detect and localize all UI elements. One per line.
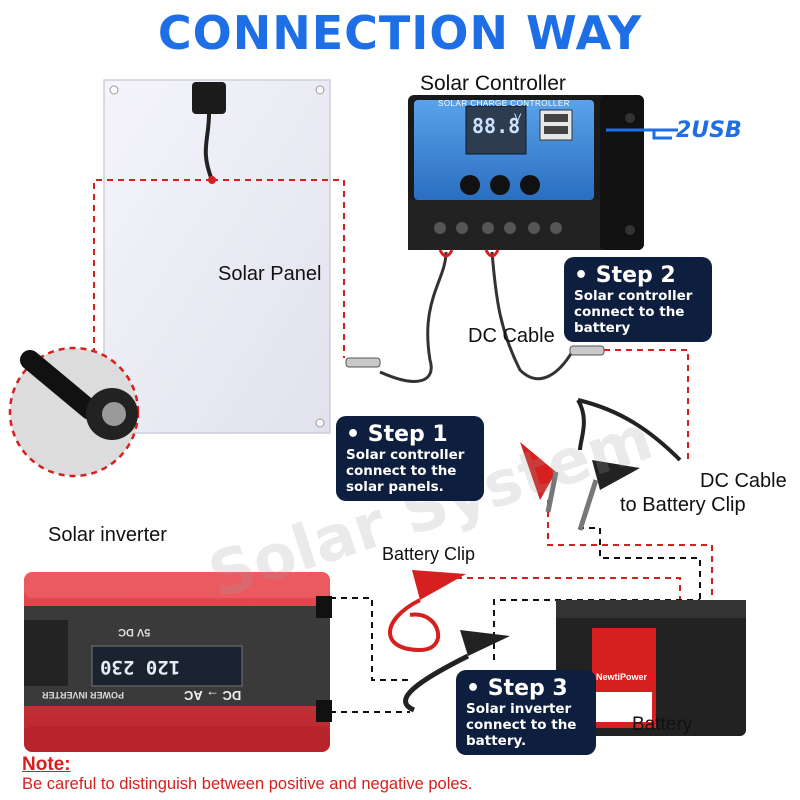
controller-unit: V [514,112,522,124]
step-2-title: • Step 2 [574,263,676,288]
solar-inverter [24,572,332,752]
step-2-line-3: battery [574,320,631,336]
clip-black-line [579,527,701,600]
inverter-name: POWER INVERTER [42,690,125,700]
panel-neg-line [93,179,212,350]
inverter-mode: DC → AC [184,688,242,703]
panel-pos-line [212,179,345,358]
inverter-display: 120 230 [100,656,181,678]
step-2-box: • Step 2 Solar controller connect to the… [564,257,712,342]
inverter-neg-line [330,597,408,681]
step-3-title: • Step 3 [466,676,568,701]
battery-clips-upper [520,398,682,531]
step-3-line-3: battery. [466,733,527,749]
battery-clip-inverter [388,570,510,713]
step-2-line-1: Solar controller [574,288,693,304]
usb-label: 2USB [676,118,742,143]
step-1-line-2: connect to the [346,463,457,479]
solar-controller-label: Solar Controller [420,72,566,95]
dc-cable-battery-clip-label-1: DC Cable [700,470,787,492]
step-3-line-2: connect to the [466,717,577,733]
note-heading: Note: [22,754,71,775]
step-3-line-1: Solar inverter [466,701,572,717]
clip-red-line [547,500,713,600]
connector-zoom [8,346,140,478]
battery-brand: NewtiPower [596,672,648,682]
controller-battery-line [604,349,689,460]
dc-cable-battery-clip-label-2: to Battery Clip [620,494,746,516]
solar-controller [408,95,678,250]
solar-inverter-label: Solar inverter [48,524,167,546]
solar-panel-label: Solar Panel [218,263,322,285]
step-2-line-2: connect to the [574,304,685,320]
step-1-line-3: solar panels. [346,479,444,495]
step-1-title: • Step 1 [346,422,448,447]
step-1-line-1: Solar controller [346,447,465,463]
controller-display: 88.8 [472,114,521,138]
step-3-box: • Step 3 Solar inverter connect to the b… [456,670,596,755]
note-text: Be careful to distinguish between positi… [22,775,473,793]
dc-cable [345,249,605,383]
solar-panel [103,79,331,434]
inverter-dc-badge: 5V DC [118,626,151,638]
dc-cable-label: DC Cable [468,325,555,347]
inverter-pos-line [456,577,681,600]
battery-label: Battery [632,714,693,735]
battery-unit [556,600,746,736]
controller-header: SOLAR CHARGE CONTROLLER [438,99,570,108]
page-title: CONNECTION WAY [157,6,643,60]
battery-clip-label: Battery Clip [382,544,476,564]
step-1-box: • Step 1 Solar controller connect to the… [336,416,484,501]
